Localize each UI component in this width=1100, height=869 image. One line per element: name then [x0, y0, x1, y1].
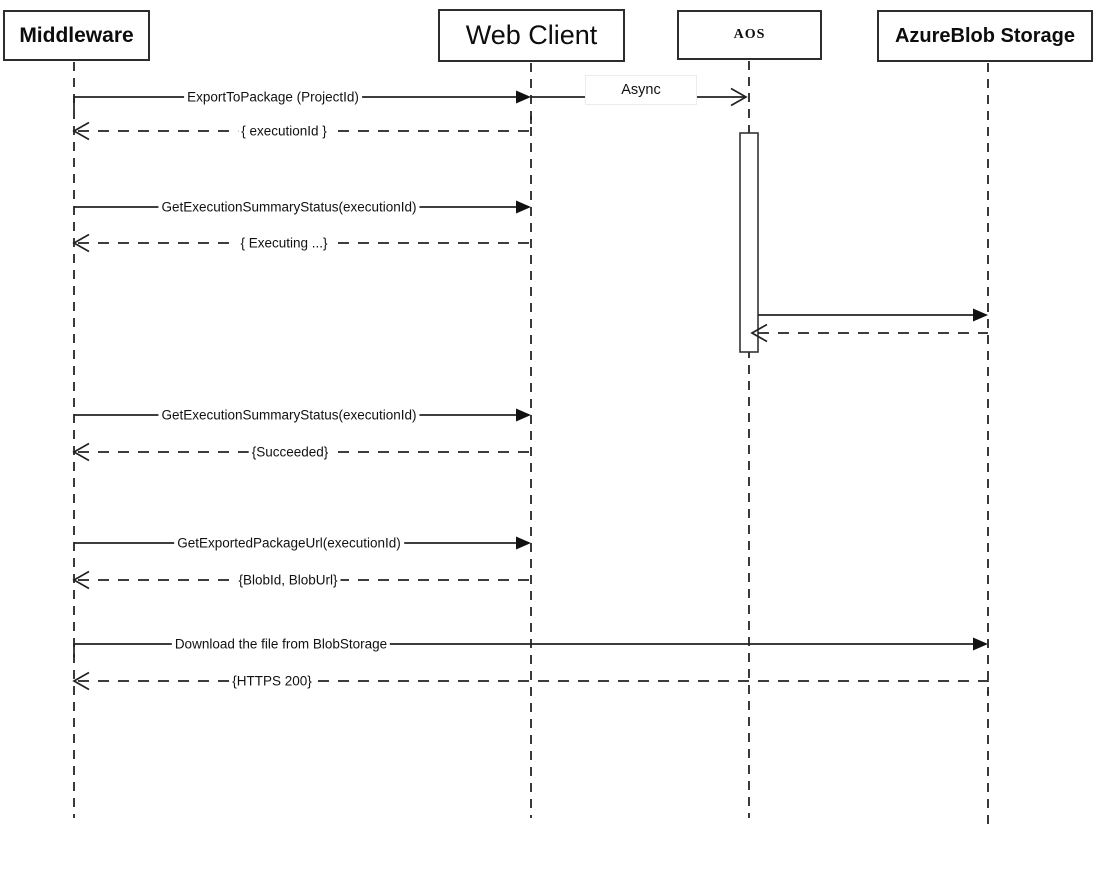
- message-line: [73, 96, 517, 110]
- message-label-executing: { Executing ...}: [237, 234, 331, 252]
- message-label-execution-id: { executionId }: [238, 122, 330, 140]
- message-line: [78, 680, 989, 694]
- participant-azureblob-storage: AzureBlob Storage: [877, 10, 1093, 62]
- arrowhead-filled: [516, 90, 531, 104]
- arrowhead-open: [72, 233, 90, 253]
- message-label-export-to-package: ExportToPackage (ProjectId): [184, 88, 362, 106]
- arrowhead-open: [72, 570, 90, 590]
- message-label-async: Async: [585, 75, 697, 105]
- message-line: [78, 116, 532, 132]
- participant-middleware: Middleware: [3, 10, 150, 61]
- message-label-get-execution-summary-status-2: GetExecutionSummaryStatus(executionId): [158, 406, 420, 424]
- message-https-200-return: [72, 671, 989, 694]
- message-label-get-execution-summary-status-1: GetExecutionSummaryStatus(executionId): [158, 198, 420, 216]
- message-download-file: [73, 637, 988, 657]
- participant-label: Middleware: [19, 23, 134, 47]
- message-aos-to-blob: [758, 308, 988, 322]
- message-blob-to-aos-return: [750, 323, 988, 343]
- participant-label: Web Client: [465, 20, 598, 50]
- message-export-to-package: [73, 90, 531, 110]
- participant-web-client: Web Client: [438, 9, 625, 62]
- arrowhead-filled: [516, 200, 531, 214]
- message-label-get-exported-package-url: GetExportedPackageUrl(executionId): [174, 534, 404, 552]
- arrowhead-open: [72, 442, 90, 462]
- arrowhead-filled: [516, 408, 531, 422]
- participant-aos: AOS: [677, 10, 822, 60]
- message-execution-id-return: [72, 116, 532, 141]
- message-line: [73, 643, 974, 657]
- activation-bar-aos: [739, 132, 759, 353]
- arrowhead-open: [72, 121, 90, 141]
- message-label-https-200: {HTTPS 200}: [229, 672, 315, 690]
- arrowhead-open: [730, 87, 748, 107]
- message-label-succeeded: {Succeeded}: [248, 443, 332, 461]
- arrowhead-filled: [973, 637, 988, 651]
- arrowhead-filled: [516, 536, 531, 550]
- async-label-text: Async: [621, 82, 661, 98]
- arrowhead-filled: [973, 308, 988, 322]
- message-label-download-file: Download the file from BlobStorage: [171, 635, 391, 653]
- participant-label: AOS: [733, 27, 766, 42]
- arrowhead-open: [750, 323, 768, 343]
- lifelines: [73, 61, 989, 828]
- participant-label: AzureBlob Storage: [894, 24, 1076, 47]
- arrowhead-open: [72, 671, 90, 691]
- message-label-blobid-bloburl: {BlobId, BlobUrl}: [235, 571, 341, 589]
